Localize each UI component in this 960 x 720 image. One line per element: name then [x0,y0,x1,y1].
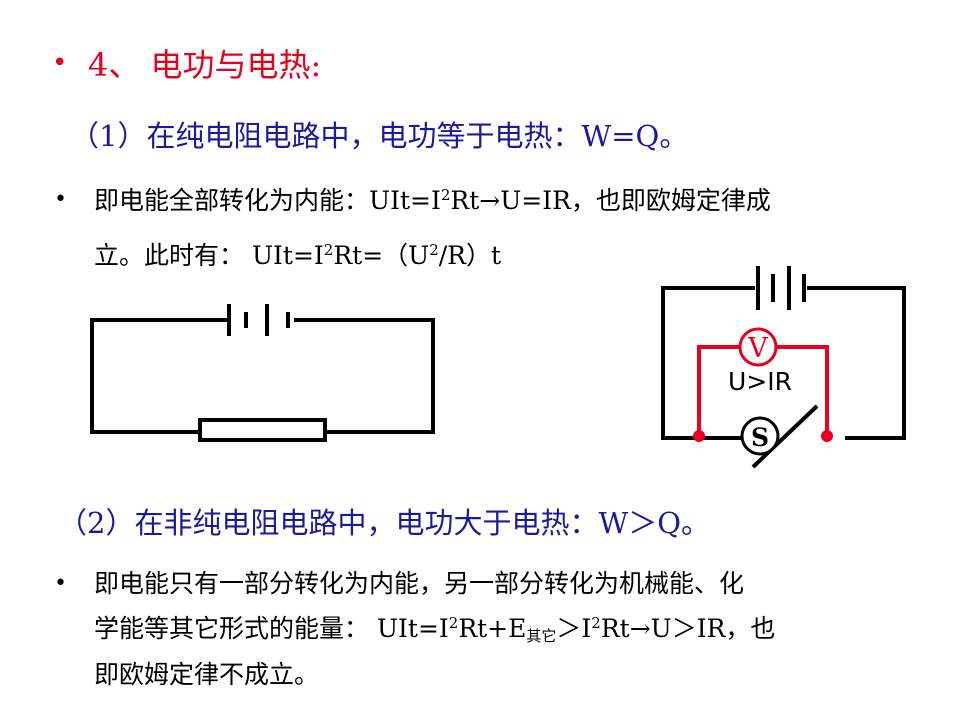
circuit1-wire-right [294,318,435,434]
voltmeter-label: V [747,333,768,364]
switch-label: S [751,423,769,452]
section2-title: （2）在非纯电阻电路中，电功大于电热：W＞Q。 [58,506,711,540]
switch-blade [751,404,819,469]
voltmeter-wire-left [697,345,740,435]
junction-dot-right [821,430,833,442]
heading-bullet: • [52,48,68,78]
voltmeter-icon [738,327,778,367]
heading-title: 4、 电功与电热: [88,46,322,84]
circuit2-wire-right [807,286,906,440]
section2-line1: 即电能只有一部分转化为内能，另一部分转化为机械能、化 [94,569,745,598]
relation-label: U>IR [728,367,792,396]
section1-title: （1）在纯电阻电路中，电功等于电热：W=Q。 [70,119,689,153]
pure-resistor-circuit [90,304,435,442]
circuit1-wire-left [90,318,227,434]
voltmeter-wire-right [776,345,829,435]
section1-bullet: • [54,187,67,212]
junction-dot-left [693,430,705,442]
section1-line1: 即电能全部转化为内能：UIt=I2Rt→U=IR，也即欧姆定律成 [94,186,771,215]
resistor [198,418,327,442]
section2-line3: 即欧姆定律不成立。 [94,660,320,689]
motor-circuit: V U>IR S [661,266,906,469]
circuit2-wire-left [661,286,755,440]
section1-line2: 立。此时有： UIt=I2Rt=（U2/R）t [94,241,502,270]
switch-icon [740,416,780,456]
section2-line2: 学能等其它形式的能量： UIt=I2Rt+E其它＞I2Rt→U＞IR，也 [94,614,776,645]
section2-bullet: • [54,571,67,596]
